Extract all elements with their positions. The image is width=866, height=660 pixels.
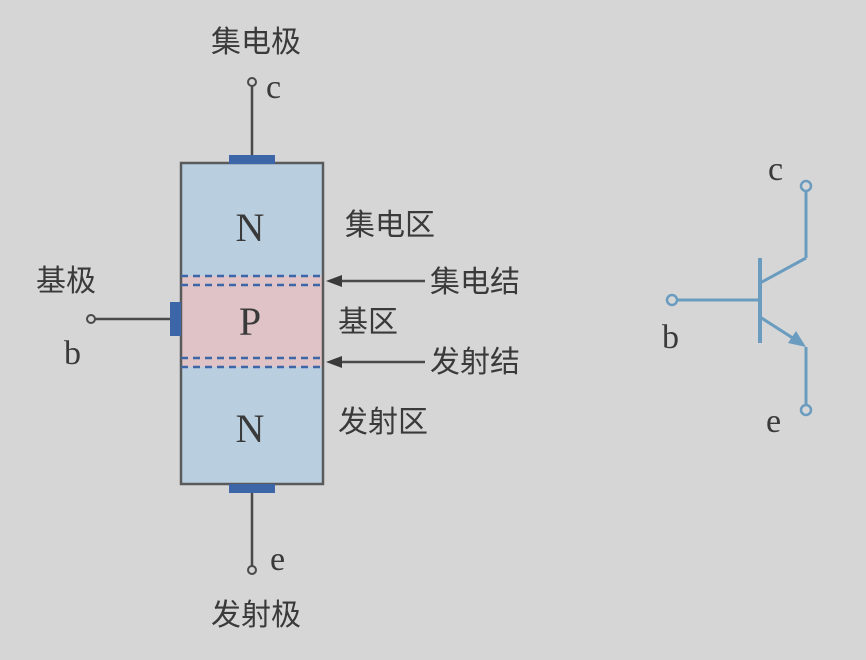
symbol-collector-label: c	[768, 151, 783, 188]
symbol-base-label: b	[662, 319, 679, 356]
base-terminal-dot	[86, 314, 96, 324]
collector-region-block	[181, 163, 323, 276]
emitter-contact	[229, 484, 275, 493]
emitter-electrode-label: 发射极	[211, 598, 301, 633]
collector-contact	[229, 155, 275, 164]
symbol-collector-diagonal	[759, 256, 807, 285]
collector-junction-arrowhead	[326, 275, 342, 287]
collector-region-label: 集电区	[345, 208, 435, 243]
emitter-junction-arrowhead	[326, 356, 342, 368]
symbol-emitter-label: e	[766, 403, 781, 440]
collector-junction-label: 集电结	[430, 265, 520, 300]
emitter-region-label: 发射区	[338, 405, 428, 440]
collector-terminal-dot	[247, 77, 257, 87]
npn-circuit-symbol: c b e	[662, 151, 813, 440]
base-region-letter: P	[239, 299, 261, 344]
symbol-emitter-terminal	[799, 403, 813, 417]
emitter-region-block	[181, 367, 323, 484]
transistor-structure: N P N 集电极 c 集电区 集电结 基区 发射结 发射区 基极 b e 发射…	[36, 25, 520, 633]
emitter-region-letter: N	[236, 406, 265, 451]
emitter-terminal-label: e	[270, 541, 285, 578]
base-electrode-label: 基极	[36, 264, 96, 299]
emitter-junction-label: 发射结	[430, 345, 520, 380]
base-region-block	[181, 276, 323, 367]
symbol-collector-terminal	[799, 179, 813, 193]
emitter-terminal-dot	[247, 565, 257, 575]
collector-electrode-label: 集电极	[211, 25, 301, 60]
symbol-emitter-arrow-icon	[788, 331, 806, 347]
base-region-label: 基区	[338, 305, 398, 340]
base-terminal-label: b	[64, 335, 81, 372]
collector-region-letter: N	[236, 205, 265, 250]
base-contact	[170, 302, 181, 336]
symbol-base-terminal	[665, 293, 679, 307]
collector-terminal-label: c	[266, 69, 281, 106]
